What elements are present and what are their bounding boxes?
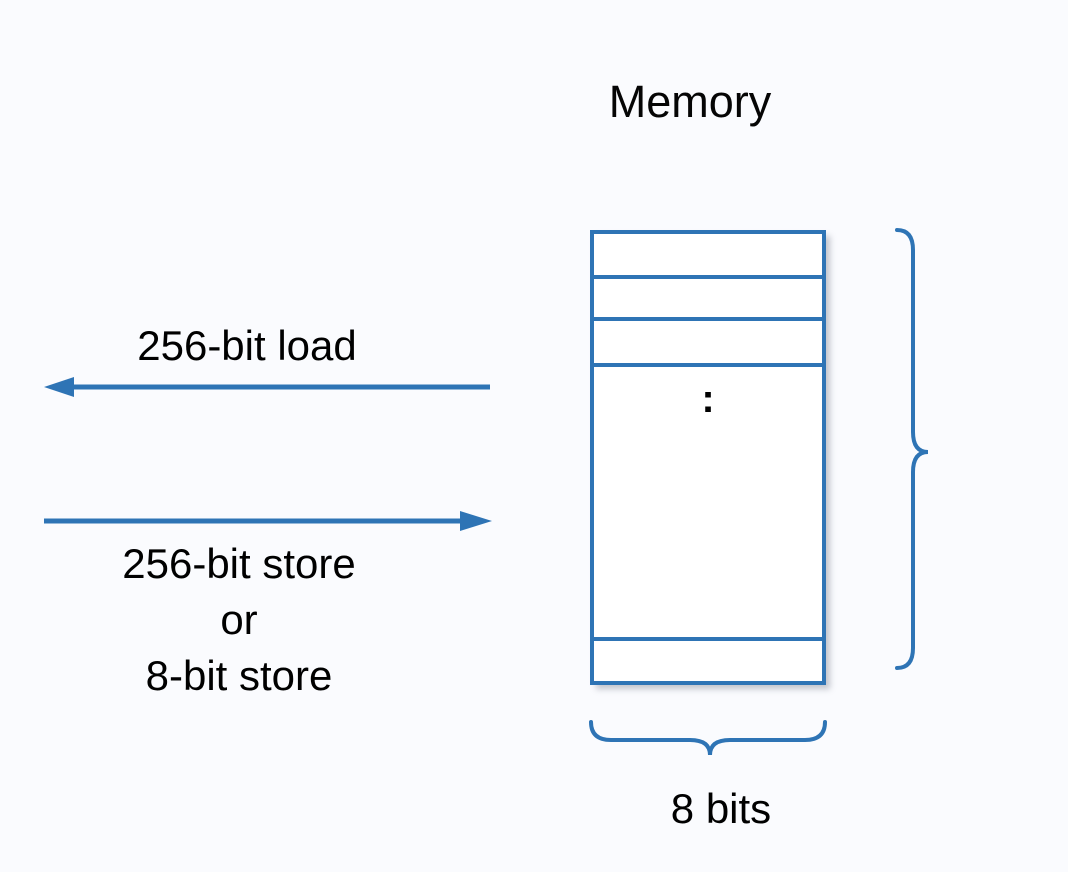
store-arrow-head xyxy=(460,511,492,531)
bits-width-label: 8 bits xyxy=(670,785,772,832)
store-label-line-2: or xyxy=(220,596,258,643)
right-curly-brace xyxy=(895,228,929,670)
store-label-line-1: 256-bit store xyxy=(122,540,356,587)
memory-cell-row xyxy=(594,641,822,681)
memory-cell-row xyxy=(594,279,822,321)
memory-cell-row xyxy=(594,234,822,279)
memory-height-brace xyxy=(895,228,929,670)
memory-title: Memory xyxy=(608,76,772,127)
memory-cell-row-continuation: : xyxy=(594,367,822,641)
store-label-line-3: 8-bit store xyxy=(145,652,333,699)
bottom-curly-brace xyxy=(589,720,827,756)
store-arrow xyxy=(44,511,492,531)
store-arrow-label: 256-bit store or 8-bit store xyxy=(39,536,439,704)
memory-width-brace xyxy=(589,720,827,756)
load-arrow-head xyxy=(44,377,74,397)
memory-box: : xyxy=(590,230,826,685)
vertical-ellipsis: : xyxy=(701,377,715,421)
load-arrow xyxy=(44,377,490,397)
memory-cell-row xyxy=(594,321,822,367)
load-arrow-label: 256-bit load xyxy=(137,322,357,369)
